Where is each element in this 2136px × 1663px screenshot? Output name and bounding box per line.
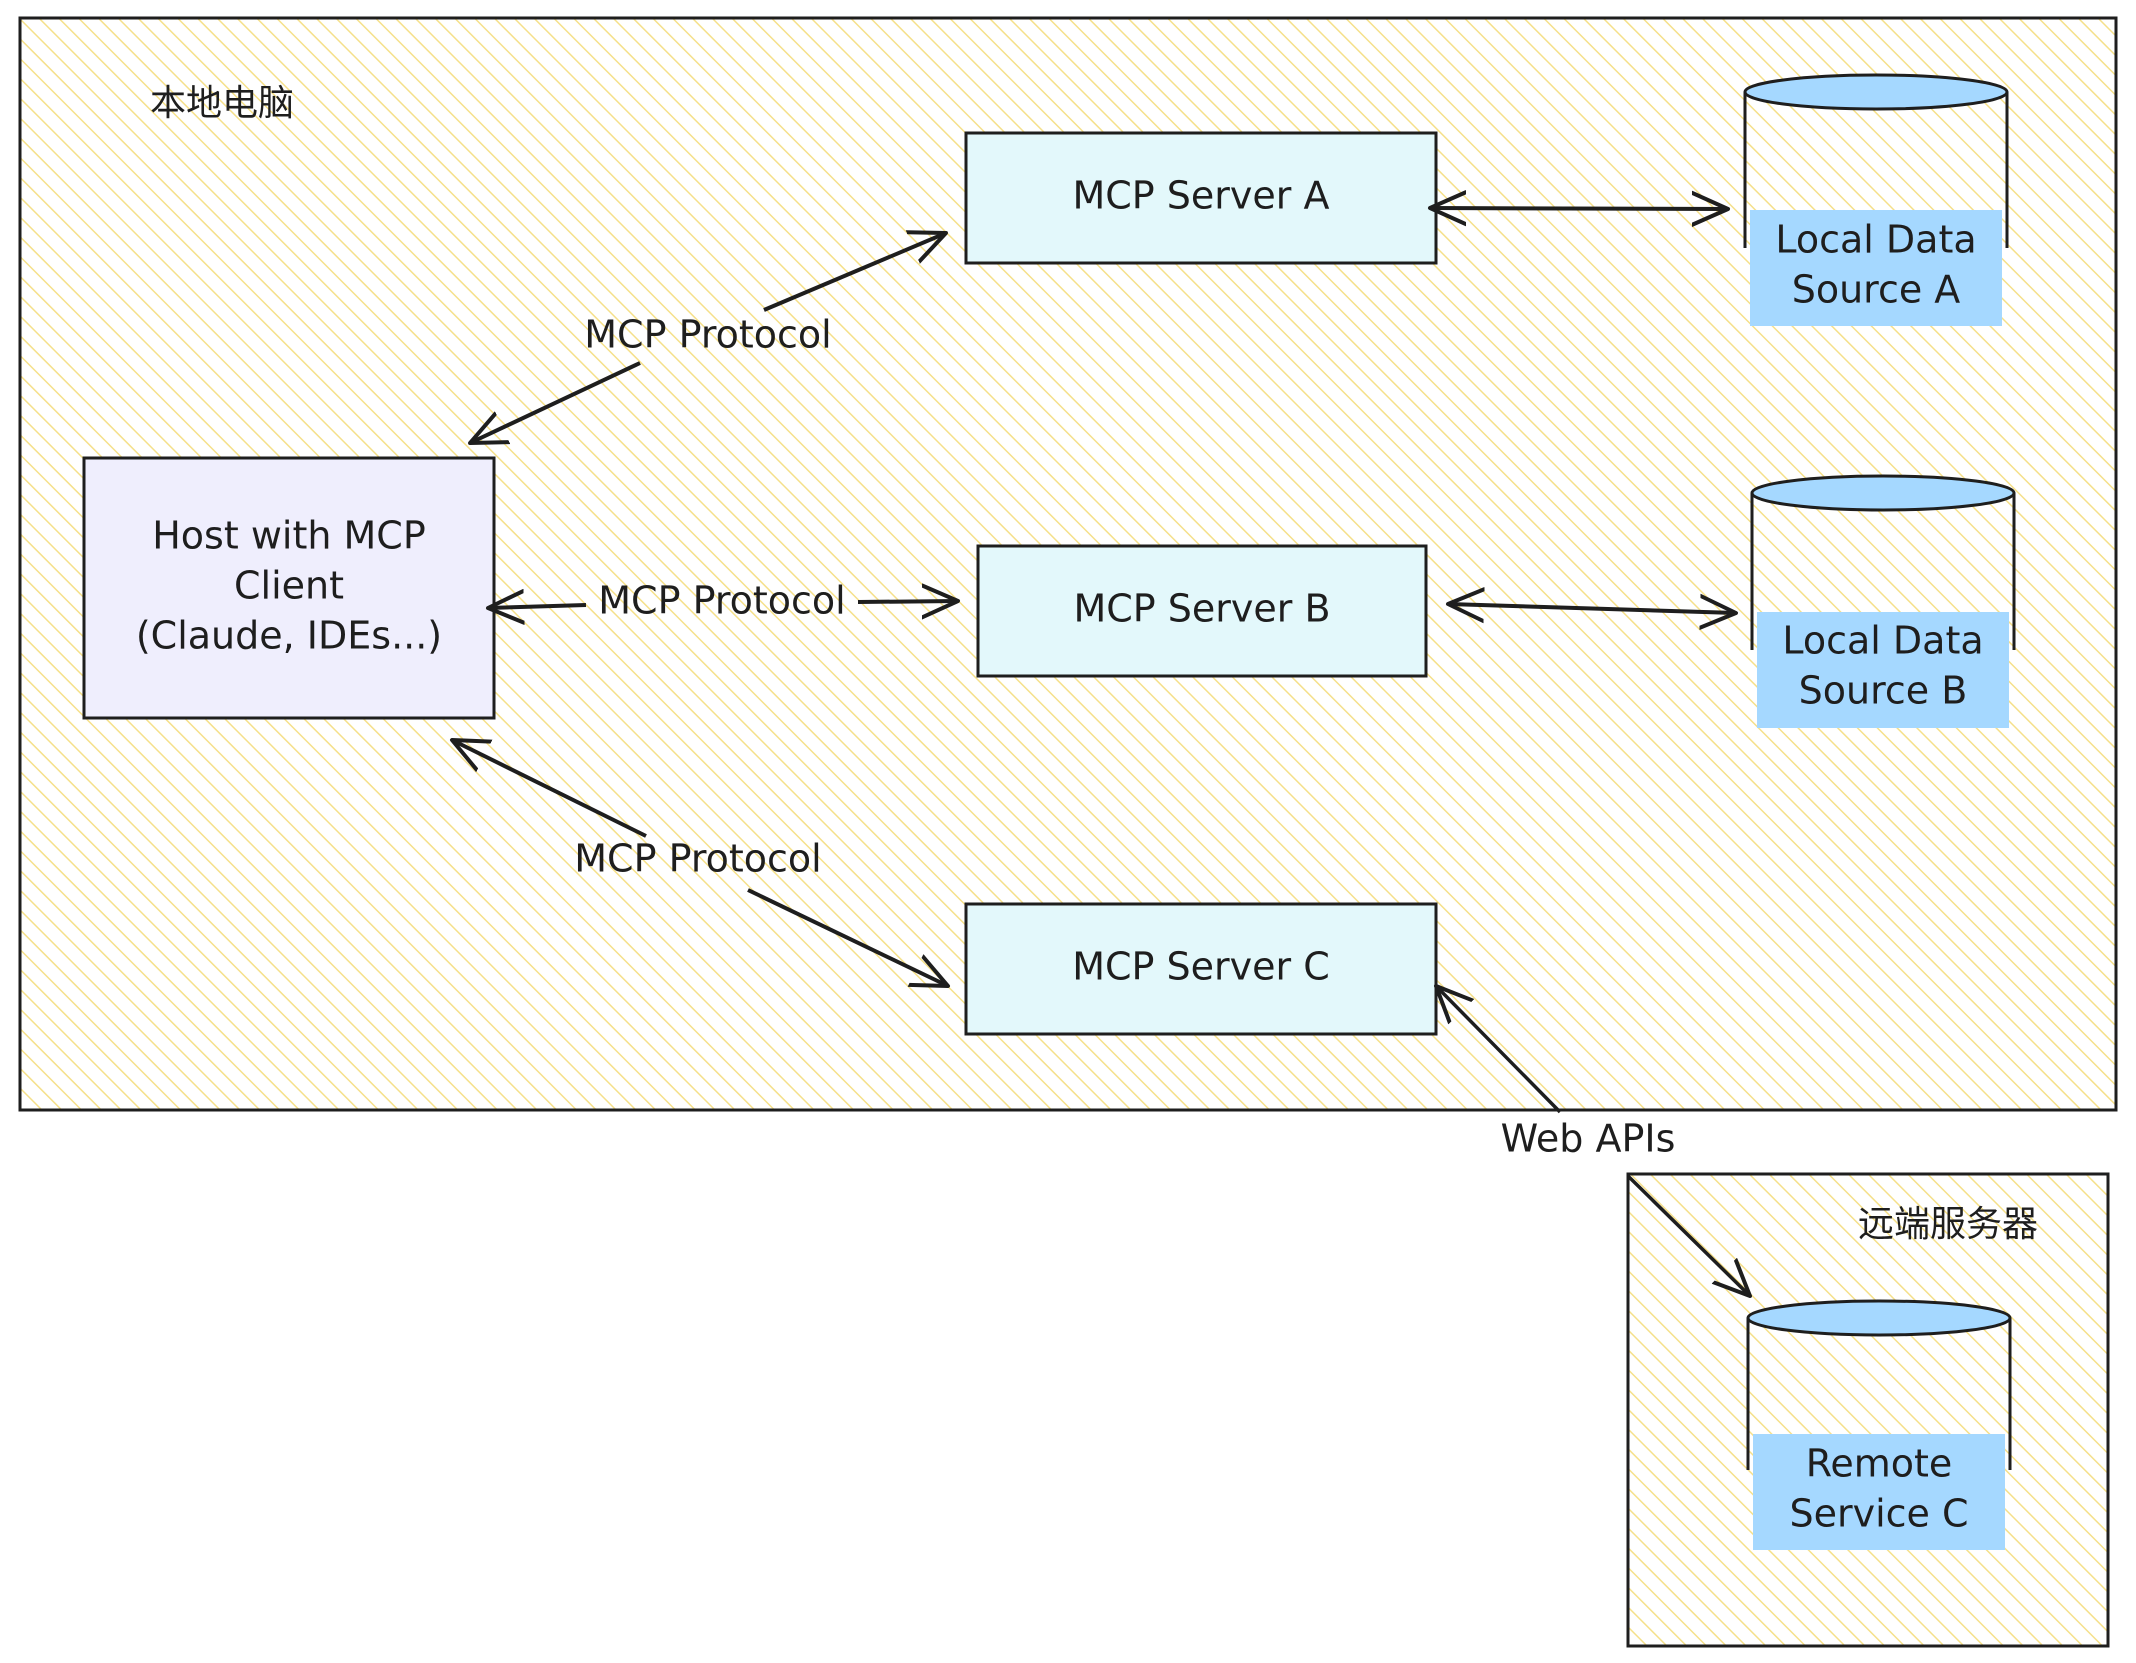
local-data-source-a-line-1: Local Data [1775,218,1976,262]
local-computer-label: 本地电脑 [150,83,294,124]
host-label-line-1: Host with MCP [152,514,426,558]
edge-server-c-remote-label: Web APIs [1501,1117,1676,1161]
remote-server-region: 远端服务器 [1626,1172,2110,1648]
edge-server-a-source-a [1430,208,1728,209]
mcp-server-c-label: MCP Server C [1072,945,1330,989]
remote-service-c: Remote Service C [1746,1299,2012,1550]
edge-server-c-remote-service-c: Web APIs [1436,986,1750,1296]
host-label-line-3: (Claude, IDEs...) [136,614,442,658]
remote-service-c-line-2: Service C [1789,1492,1968,1536]
edge-host-server-b: MCP Protocol [488,579,958,623]
edge-host-server-c: MCP Protocol [452,740,948,986]
remote-server-label: 远端服务器 [1858,1204,2038,1245]
edge-server-b-source-b [1448,604,1736,613]
local-data-source-b: Local Data Source B [1750,474,2016,728]
edge-host-server-c-label: MCP Protocol [574,837,821,881]
local-data-source-a: Local Data Source A [1743,73,2009,326]
mcp-server-b: MCP Server B [976,544,1428,678]
remote-service-c-line-1: Remote [1806,1442,1953,1486]
edge-host-server-a-label: MCP Protocol [584,313,831,357]
mcp-server-c: MCP Server C [964,902,1438,1036]
mcp-server-a-label: MCP Server A [1072,174,1329,218]
local-data-source-a-line-2: Source A [1792,268,1961,312]
host-node: Host with MCP Client (Claude, IDEs...) [82,456,496,720]
mcp-server-a: MCP Server A [964,131,1438,265]
local-data-source-b-line-2: Source B [1799,669,1968,713]
edge-host-server-b-label: MCP Protocol [598,579,845,623]
host-label-line-2: Client [234,564,344,608]
mcp-server-b-label: MCP Server B [1073,587,1330,631]
edge-host-server-a: MCP Protocol [470,233,946,443]
local-data-source-b-line-1: Local Data [1782,619,1983,663]
